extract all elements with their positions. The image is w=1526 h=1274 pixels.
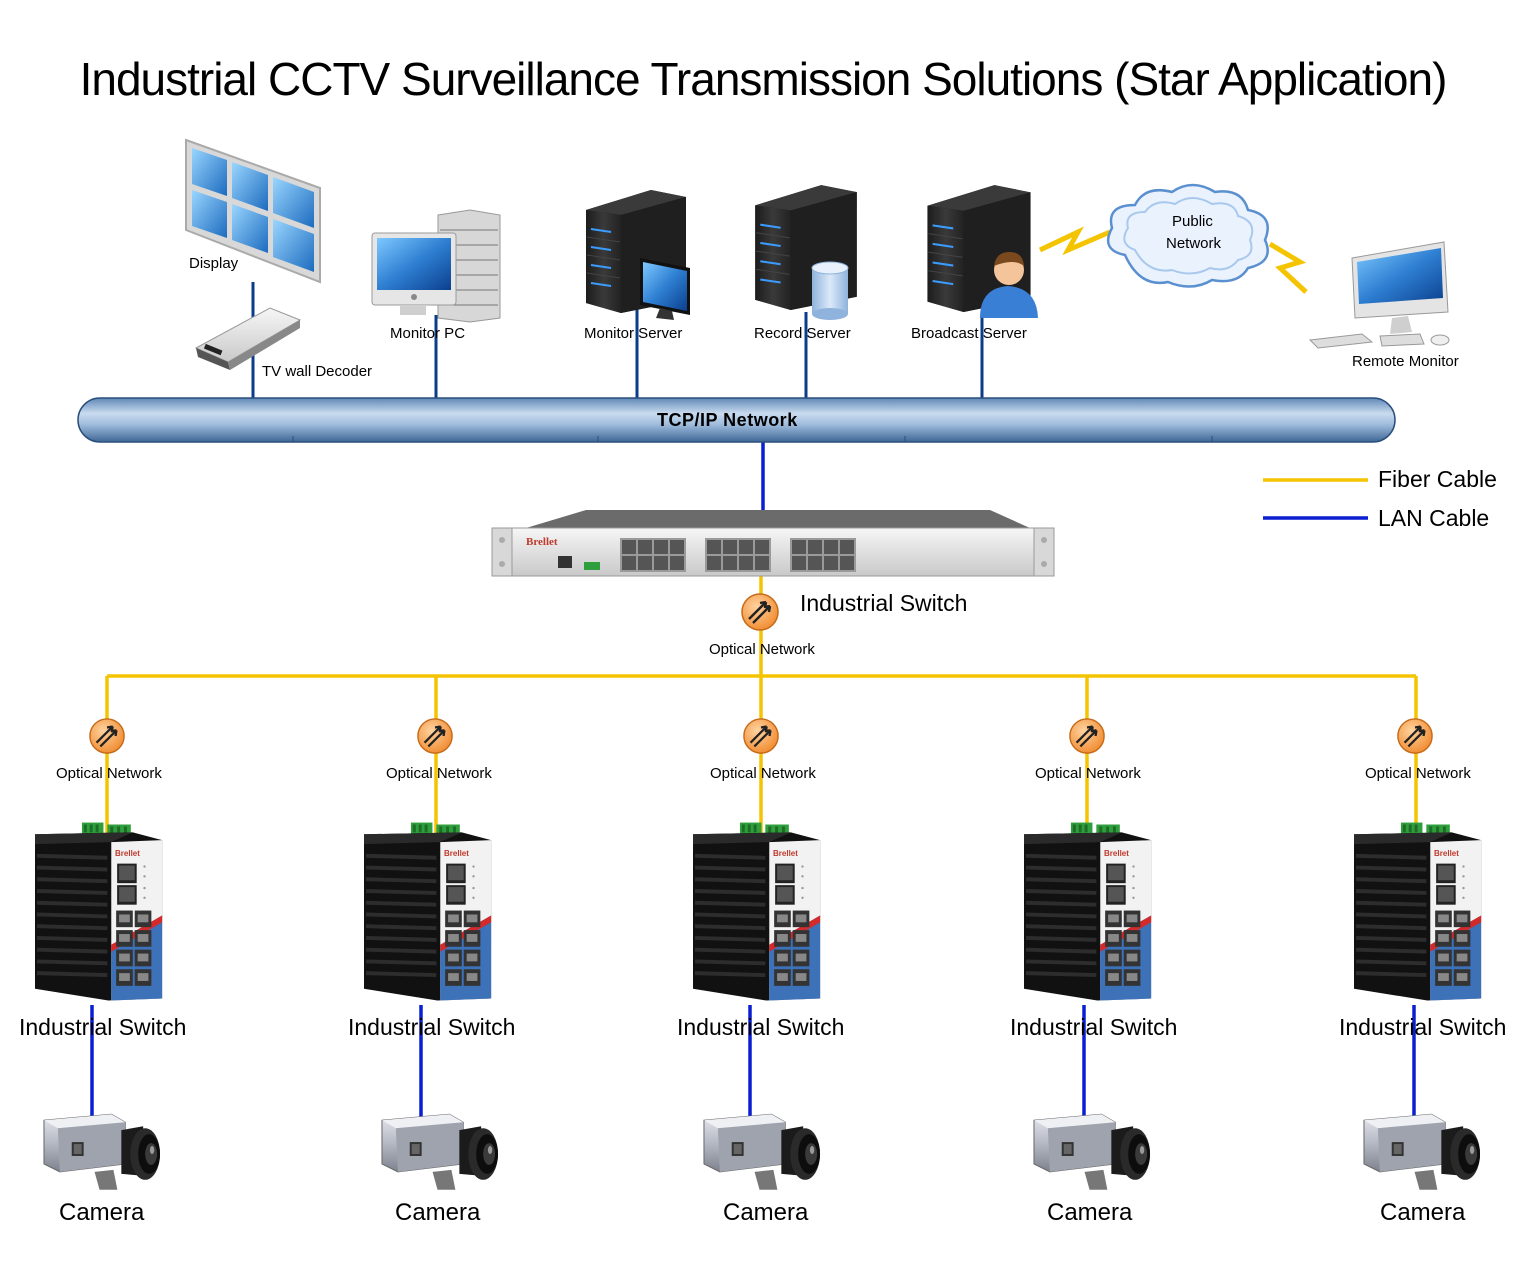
camera-label-5: Camera xyxy=(1380,1199,1466,1226)
core-switch-brand: Brellet xyxy=(526,536,558,548)
industrial-switch-icon-1 xyxy=(35,823,162,1001)
tv-wall-decoder-icon xyxy=(194,307,302,370)
camera-label-1: Camera xyxy=(59,1199,145,1226)
wireless-link-right-icon xyxy=(1268,241,1308,294)
core-optical-network-label: Optical Network xyxy=(709,641,815,658)
switch-brand-3: Brellet xyxy=(773,849,798,858)
industrial-switch-icon-5 xyxy=(1354,823,1481,1001)
display-wall-icon xyxy=(185,138,321,284)
camera-label-4: Camera xyxy=(1047,1199,1133,1226)
monitor-server-display-icon xyxy=(640,258,690,320)
optical-network-icon-3 xyxy=(742,717,780,755)
public-network-label-line2: Network xyxy=(1166,235,1222,252)
database-icon xyxy=(811,261,849,320)
optical-network-icon-5 xyxy=(1396,717,1434,755)
page-title: Industrial CCTV Surveillance Transmissio… xyxy=(79,53,1448,105)
switch-brand-5: Brellet xyxy=(1434,849,1459,858)
remote-monitor-label: Remote Monitor xyxy=(1352,353,1459,370)
industrial-switch-icon-3 xyxy=(693,823,820,1001)
record-server-label: Record Server xyxy=(754,325,851,342)
optical-network-icon-1 xyxy=(88,717,126,755)
industrial-switch-label-4: Industrial Switch xyxy=(1010,1014,1178,1040)
legend-lan-label: LAN Cable xyxy=(1378,505,1490,531)
industrial-switch-label-3: Industrial Switch xyxy=(677,1014,845,1040)
cloud-icon xyxy=(1106,183,1269,288)
camera-icon-3 xyxy=(703,1113,821,1191)
switch-brand-2: Brellet xyxy=(444,849,469,858)
core-switch-label: Industrial Switch xyxy=(800,590,968,616)
monitor-pc-label: Monitor PC xyxy=(390,325,466,342)
camera-icon-1 xyxy=(43,1113,161,1191)
optical-network-label-2: Optical Network xyxy=(386,765,492,782)
camera-label-3: Camera xyxy=(723,1199,809,1226)
camera-icon-4 xyxy=(1033,1113,1151,1191)
camera-label-2: Camera xyxy=(395,1199,481,1226)
tcp-ip-network-label: TCP/IP Network xyxy=(657,410,798,430)
optical-network-icon-2 xyxy=(416,717,454,755)
core-rack-switch xyxy=(491,510,1055,577)
lan-cables-cameras xyxy=(90,1005,1416,1125)
optical-network-label-3: Optical Network xyxy=(710,765,816,782)
switch-brand-1: Brellet xyxy=(115,849,140,858)
wireless-link-left-icon xyxy=(1038,226,1111,256)
monitor-server-label: Monitor Server xyxy=(584,325,683,342)
optical-network-icon-4 xyxy=(1068,717,1106,755)
public-network-label-line1: Public xyxy=(1172,213,1213,230)
monitor-pc-icon xyxy=(371,209,501,323)
industrial-switch-icon-4 xyxy=(1024,823,1151,1001)
camera-icon-5 xyxy=(1363,1113,1481,1191)
industrial-switch-icon-2 xyxy=(364,823,491,1001)
display-label: Display xyxy=(189,255,239,272)
optical-network-label-4: Optical Network xyxy=(1035,765,1141,782)
broadcast-server-label: Broadcast Server xyxy=(911,325,1027,342)
industrial-switch-label-5: Industrial Switch xyxy=(1339,1014,1507,1040)
switch-brand-4: Brellet xyxy=(1104,849,1129,858)
industrial-switch-label-2: Industrial Switch xyxy=(348,1014,516,1040)
legend-fiber-label: Fiber Cable xyxy=(1378,466,1497,492)
optical-network-label-5: Optical Network xyxy=(1365,765,1471,782)
optical-network-icon-core xyxy=(740,592,780,632)
tcp-ip-network-bar xyxy=(77,397,1396,443)
user-icon xyxy=(980,252,1038,318)
camera-icon-2 xyxy=(381,1113,499,1191)
optical-network-label-1: Optical Network xyxy=(56,765,162,782)
industrial-switch-label-1: Industrial Switch xyxy=(19,1014,187,1040)
remote-monitor-icon xyxy=(1308,241,1450,349)
tv-wall-decoder-label: TV wall Decoder xyxy=(262,363,373,380)
